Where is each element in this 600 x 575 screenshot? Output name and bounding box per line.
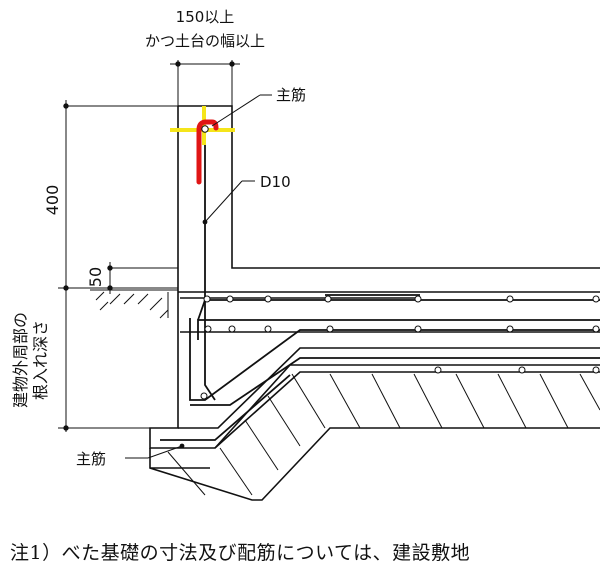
footnote: 注1）べた基礎の寸法及び配筋については、建設敷地 <box>10 542 471 564</box>
foundation-outline <box>149 105 600 501</box>
embed-depth-label-1: 建物外周部の <box>11 312 30 408</box>
gravel-hatch <box>167 373 600 496</box>
d10-label: D10 <box>260 173 291 191</box>
main-bar-top-label: 主筋 <box>276 86 306 104</box>
height-50-dimension <box>107 262 178 294</box>
top-width-dimension <box>170 60 240 108</box>
height-50-label: 50 <box>86 267 105 287</box>
top-width-label-2: かつ土台の幅以上 <box>145 32 265 50</box>
height-400-label: 400 <box>43 185 62 216</box>
main-bar-bottom-label: 主筋 <box>76 450 106 468</box>
rebar-dots <box>200 295 600 400</box>
height-400-dimension <box>58 100 178 432</box>
leaders <box>125 94 272 459</box>
reinforcement-bars <box>160 135 600 441</box>
ground-hatch <box>90 289 178 319</box>
embed-depth-label-2: 根入れ深さ <box>31 320 50 400</box>
highlight-top-main-bar <box>170 106 235 185</box>
bottom-main-bar-leader-dot <box>179 443 185 449</box>
embed-depth-label: 建物外周部の 根入れ深さ <box>11 312 50 408</box>
top-width-label-1: 150以上 <box>176 8 235 26</box>
d10-leader-dot <box>202 219 208 225</box>
